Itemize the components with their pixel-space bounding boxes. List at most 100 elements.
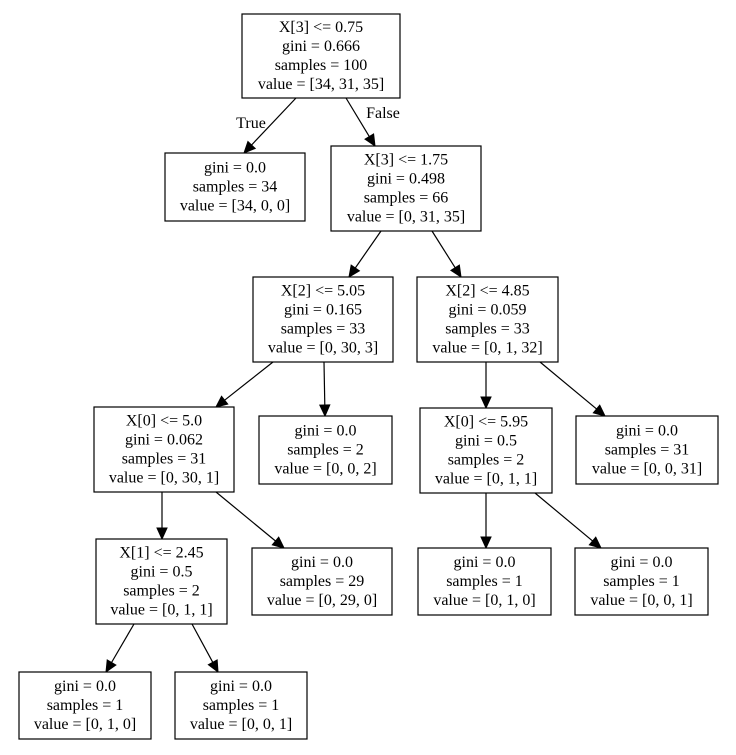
arrowhead-icon xyxy=(156,527,168,541)
node-text-line: samples = 33 xyxy=(281,321,366,338)
edge-n4-n8 xyxy=(539,361,606,417)
edge-n5-n9 xyxy=(156,492,168,541)
edge-n2-n3 xyxy=(348,230,382,278)
edges-layer: True False xyxy=(105,97,606,674)
node-text-line: value = [0, 1, 0] xyxy=(433,592,535,609)
edge-line xyxy=(345,97,370,137)
edge-n9-n13 xyxy=(105,623,135,674)
tree-node-n14: gini = 0.0 samples = 1 value = [0, 0, 1] xyxy=(174,671,308,740)
node-text-line: gini = 0.0 xyxy=(204,160,266,177)
edge-n2-n4 xyxy=(431,230,462,279)
edge-label-true: True xyxy=(236,115,266,132)
edge-n9-n14 xyxy=(191,623,219,674)
node-text-line: gini = 0.0 xyxy=(616,423,678,440)
node-box xyxy=(241,13,401,99)
tree-node-n9: X[1] <= 2.45 gini = 0.5 samples = 2 value =… xyxy=(95,538,228,625)
node-text-line: gini = 0.0 xyxy=(295,423,357,440)
node-text-line: samples = 33 xyxy=(445,321,530,338)
node-text-line: X[1] <= 2.45 xyxy=(119,545,203,562)
node-text-line: value = [0, 30, 3] xyxy=(268,340,378,357)
node-text-line: value = [34, 0, 0] xyxy=(180,198,290,215)
edge-n4-n7 xyxy=(480,362,492,410)
edge-n5-n10 xyxy=(215,491,285,549)
node-text-line: samples = 31 xyxy=(605,442,690,459)
node-box xyxy=(419,407,553,494)
node-box xyxy=(174,671,308,740)
node-text-line: gini = 0.059 xyxy=(449,302,527,319)
node-text-line: value = [0, 30, 1] xyxy=(109,470,219,487)
edge-line xyxy=(191,623,214,663)
node-text-line: X[2] <= 4.85 xyxy=(445,283,529,300)
node-text-line: gini = 0.5 xyxy=(455,433,517,450)
node-text-line: gini = 0.0 xyxy=(210,678,272,695)
node-text-line: X[3] <= 1.75 xyxy=(364,152,448,169)
edge-line xyxy=(431,230,456,269)
arrowhead-icon xyxy=(592,404,606,417)
node-text-line: gini = 0.165 xyxy=(284,302,362,319)
node-text-line: samples = 1 xyxy=(203,697,280,714)
edge-n7-n11 xyxy=(480,493,492,550)
node-text-line: gini = 0.5 xyxy=(131,564,193,581)
tree-node-n2: X[3] <= 1.75 gini = 0.498 samples = 66 valu… xyxy=(330,145,482,232)
node-box xyxy=(251,547,393,616)
node-text-line: value = [0, 31, 35] xyxy=(347,209,465,226)
node-text-line: value = [34, 31, 35] xyxy=(258,76,384,93)
node-text-line: gini = 0.498 xyxy=(367,171,445,188)
edge-line xyxy=(323,361,326,406)
node-text-line: samples = 100 xyxy=(275,57,368,74)
edge-line xyxy=(534,492,593,542)
arrowhead-icon xyxy=(319,404,331,418)
node-box xyxy=(164,152,306,222)
edge-n3-n6 xyxy=(319,361,331,418)
node-text-line: X[0] <= 5.95 xyxy=(444,414,528,431)
node-text-line: value = [0, 0, 1] xyxy=(190,716,292,733)
node-text-line: X[3] <= 0.75 xyxy=(279,19,363,36)
node-text-line: samples = 1 xyxy=(446,573,523,590)
arrowhead-icon xyxy=(480,396,492,410)
node-text-line: samples = 2 xyxy=(123,583,200,600)
node-text-line: value = [0, 1, 1] xyxy=(110,602,212,619)
tree-node-n6: gini = 0.0 samples = 2 value = [0, 0, 2] xyxy=(258,415,393,485)
tree-node-n3: X[2] <= 5.05 gini = 0.165 samples = 33 valu… xyxy=(252,276,394,363)
node-text-line: samples = 31 xyxy=(122,451,207,468)
node-box xyxy=(330,145,482,232)
edge-n0-n1: True xyxy=(236,97,297,154)
tree-node-n5: X[0] <= 5.0 gini = 0.062 samples = 31 value… xyxy=(93,406,235,493)
node-text-line: value = [0, 29, 0] xyxy=(267,592,377,609)
edge-label-false: False xyxy=(366,105,400,122)
edge-line xyxy=(354,230,382,269)
node-text-line: X[2] <= 5.05 xyxy=(281,283,365,300)
arrowhead-icon xyxy=(271,536,285,549)
arrowhead-icon xyxy=(348,264,361,278)
node-text-line: value = [0, 1, 0] xyxy=(34,716,136,733)
edge-n0-n2: False xyxy=(345,97,400,148)
edge-line xyxy=(111,623,135,663)
node-text-line: gini = 0.0 xyxy=(611,554,673,571)
node-text-line: value = [0, 1, 32] xyxy=(432,340,542,357)
node-box xyxy=(93,406,235,493)
node-box xyxy=(416,276,559,363)
node-text-line: value = [0, 0, 2] xyxy=(274,461,376,478)
arrowhead-icon xyxy=(480,536,492,550)
arrowhead-icon xyxy=(364,133,376,148)
node-text-line: X[0] <= 5.0 xyxy=(126,413,202,430)
node-box xyxy=(95,538,228,625)
node-text-line: samples = 2 xyxy=(287,442,364,459)
node-text-line: value = [0, 1, 1] xyxy=(435,471,537,488)
node-text-line: samples = 66 xyxy=(364,190,449,207)
node-text-line: gini = 0.0 xyxy=(54,678,116,695)
node-box xyxy=(574,547,709,616)
node-box xyxy=(417,547,552,616)
node-text-line: gini = 0.062 xyxy=(125,432,203,449)
node-box xyxy=(258,415,393,485)
node-text-line: value = [0, 0, 1] xyxy=(590,592,692,609)
node-box xyxy=(575,415,719,485)
arrowhead-icon xyxy=(207,659,219,674)
